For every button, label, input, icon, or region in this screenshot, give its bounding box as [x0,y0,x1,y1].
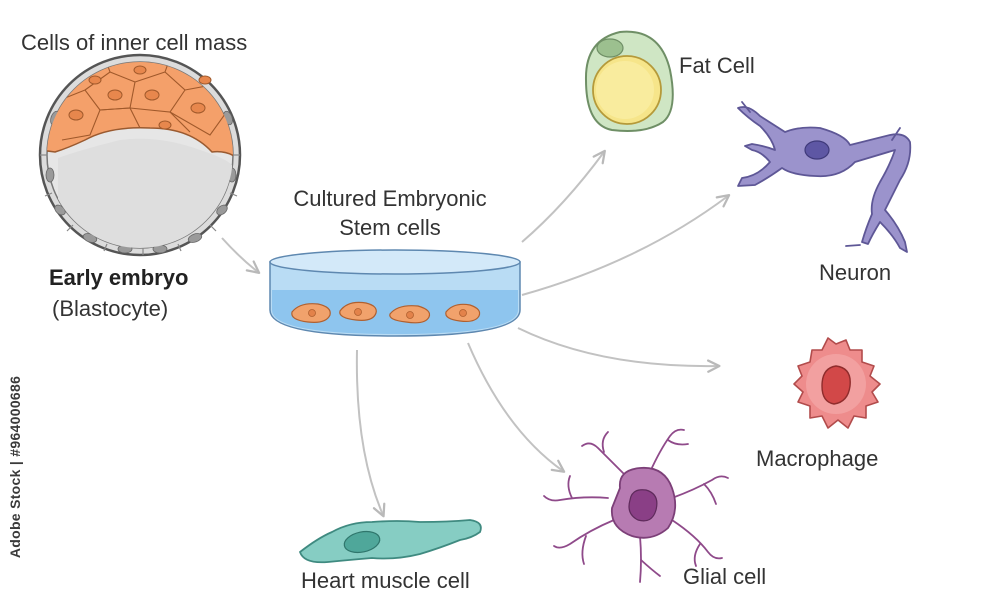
petri-dish-illustration [269,249,521,337]
stock-watermark: Adobe Stock | #964000686 [4,352,26,582]
label-inner-cell-mass: Cells of inner cell mass [21,30,248,55]
label-early-embryo: Early embryo [49,265,189,290]
label-heart-muscle-cell: Heart muscle cell [301,568,470,593]
arrow-to-fat-cell [521,149,606,243]
fat-cell-illustration [584,30,674,132]
label-blastocyte: (Blastocyte) [52,296,169,321]
blastocoel-cavity [58,138,232,248]
arrow-embryo-to-dish [221,237,261,274]
label-stem-cells: Stem cells [339,215,441,240]
arrow-to-macrophage [517,327,721,373]
arrows [221,149,731,518]
early-embryo-illustration [38,53,242,257]
cultured-stem-cells [291,301,481,324]
heart-muscle-cell-illustration [299,519,482,564]
label-glial-cell: Glial cell [683,564,767,589]
arrow-to-neuron [521,194,731,296]
arrow-to-heart-muscle [355,349,386,518]
label-macrophage: Macrophage [756,446,879,471]
inner-cell-mass-cells [59,62,229,141]
glial-cell-illustration [543,428,729,583]
watermark-text: Adobe Stock | #964000686 [7,375,23,559]
inner-cell-mass-nuclei [68,65,212,130]
label-fat-cell: Fat Cell [679,53,755,78]
label-cultured-embryonic: Cultured Embryonic [293,186,487,211]
label-neuron: Neuron [819,260,892,285]
trophoblast-cell-walls [40,154,240,255]
macrophage-illustration [793,337,881,429]
arrow-to-glial-cell [467,342,566,473]
neuron-illustration [737,101,912,253]
